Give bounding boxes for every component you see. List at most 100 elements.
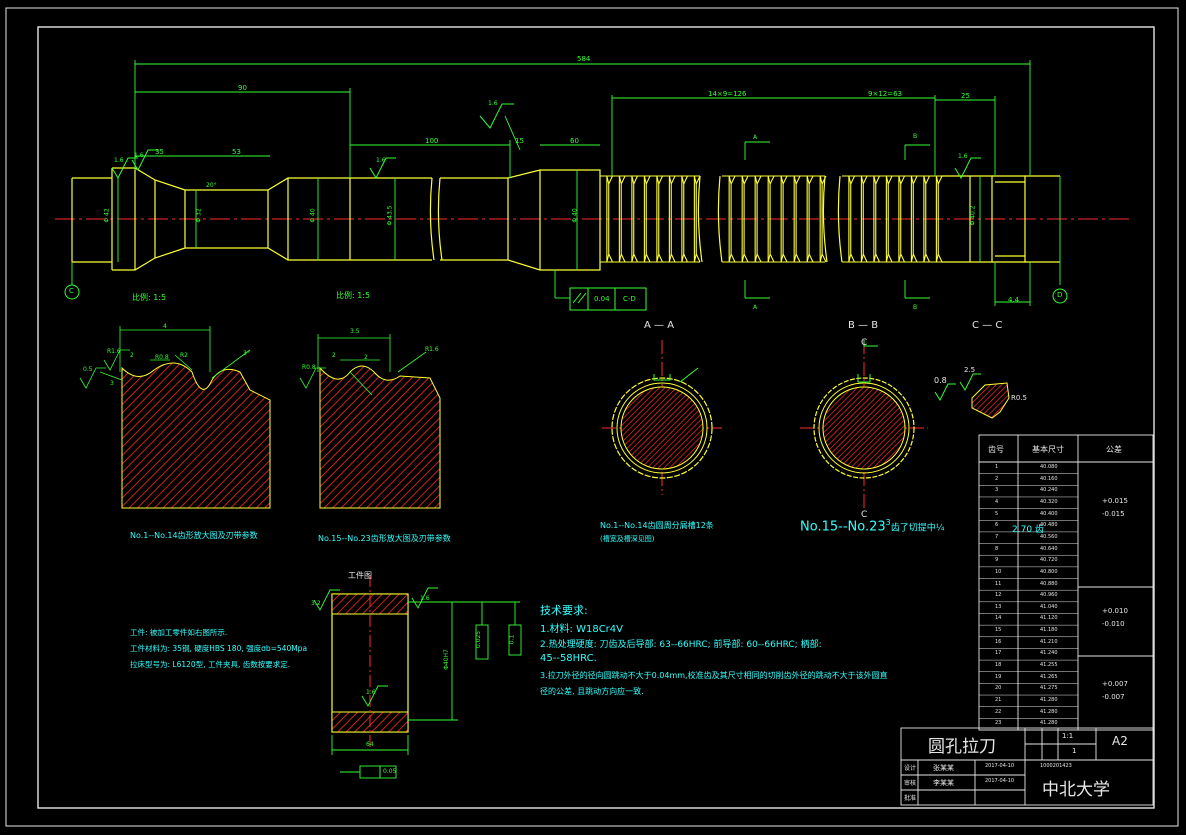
- title-block-scale: 1:1: [1062, 732, 1074, 740]
- table-row-no: 6: [995, 522, 999, 529]
- table-row-no: 23: [995, 720, 1002, 727]
- table-row-size: 40.240: [1040, 487, 1058, 494]
- dim-front-shank: 35: [155, 148, 164, 156]
- table-row-no: 3: [995, 487, 999, 494]
- wp-tol-bottom: 0.05: [383, 768, 397, 775]
- roughness-5: 1.6: [134, 152, 144, 159]
- table-row-no: 18: [995, 662, 1002, 669]
- broach-tooth: [650, 175, 663, 263]
- chip-note-1-line2: (槽宽及槽深见图): [600, 535, 655, 543]
- tol-1-plus: +0.015: [1102, 497, 1128, 505]
- chip-note-2-extra: 2.70 齿: [1012, 525, 1044, 535]
- table-row-size: 41.120: [1040, 615, 1058, 622]
- work-note-3: 拉床型号为: L6120型, 工件夹具, 齿数按要求定.: [130, 660, 291, 669]
- table-row-size: 41.275: [1040, 685, 1058, 692]
- table-row-no: 11: [995, 580, 1002, 587]
- td2-caption: No.15--No.23齿形放大图及刃带参数: [318, 534, 451, 543]
- table-row-size: 40.960: [1040, 592, 1058, 599]
- section-c-mark-2: C: [861, 510, 868, 520]
- title-block-name: 圆孔拉刀: [928, 737, 996, 757]
- broach-tooth: [612, 175, 626, 263]
- tol-3-plus: +0.007: [1102, 680, 1128, 688]
- wp-dia: Φ40H7: [442, 649, 450, 670]
- table-row-no: 14: [995, 615, 1002, 622]
- table-header-tol: 公差: [1106, 445, 1122, 454]
- tech-req-5: 径的公差, 且跳动方向应一致.: [540, 687, 644, 696]
- table-row-no: 17: [995, 650, 1002, 657]
- dim-sizing-teeth: 9×12=63: [868, 90, 902, 98]
- dim-neck: 53: [232, 148, 241, 156]
- title-block-school: 中北大学: [1042, 780, 1110, 800]
- td2-dim-4: 2: [332, 352, 336, 359]
- scale-left: 比例: 1:5: [132, 293, 167, 302]
- work-note-1: 工件: 被加工零件如右图所示.: [130, 628, 228, 637]
- broach-tooth: [600, 175, 613, 263]
- td1-dim-4: 2: [130, 352, 134, 359]
- table-row-size: 40.480: [1040, 522, 1058, 529]
- td1-dim-6: R2: [180, 352, 188, 359]
- dia-2: Φ 32: [195, 208, 203, 223]
- td1-caption: No.1--No.14齿形放大图及刃带参数: [130, 531, 258, 540]
- tb-date-2: 2017-04-10: [985, 778, 1015, 784]
- datum-d-label: D: [1057, 291, 1063, 299]
- tech-req-4: 3.拉刀外径的径向圆跳动不大于0.04mm,校准齿及其尺寸相同的切削齿外径的跳动…: [540, 671, 888, 680]
- tooth-detail-1: [79, 326, 271, 509]
- table-row-size: 41.280: [1040, 720, 1058, 727]
- broach-tooth: [722, 175, 736, 263]
- broach-tooth: [842, 175, 855, 263]
- broach-tooth: [813, 175, 827, 263]
- td2-dim-5: 2: [364, 354, 368, 361]
- chip-note-2-prefix: No.15--No.23: [800, 519, 886, 535]
- table-row-size: 40.800: [1040, 568, 1058, 575]
- tol-3-minus: -0.007: [1102, 693, 1125, 701]
- section-cc-title: C — C: [972, 320, 1003, 331]
- tolerance-datum: C-D: [623, 295, 636, 303]
- roughness-4: 1.6: [958, 153, 968, 160]
- teeth-envelope: [600, 175, 942, 263]
- broach-tooth: [787, 175, 801, 263]
- table-row-size: 41.180: [1040, 627, 1058, 634]
- td1-dim-8: 3: [110, 380, 114, 387]
- table-row-no: 4: [995, 498, 999, 505]
- broach-tooth: [929, 175, 943, 263]
- table-row-size: 41.265: [1040, 673, 1058, 680]
- section-cc: [934, 373, 1010, 419]
- section-bb-title: B — B: [848, 320, 879, 331]
- wp-rough-1: 3.2: [311, 600, 321, 607]
- broach-tooth: [892, 175, 905, 263]
- title-block-size: A2: [1112, 734, 1128, 748]
- broach-tooth: [687, 175, 701, 263]
- broach-tooth: [675, 175, 688, 263]
- table-row-no: 19: [995, 673, 1002, 680]
- tol-2-plus: +0.010: [1102, 607, 1128, 615]
- td2-dim-1: 3.5: [350, 328, 360, 335]
- broach-tooth: [735, 175, 749, 263]
- roughness-3: 1.6: [488, 100, 498, 107]
- table-row-size: 40.320: [1040, 498, 1058, 505]
- table-row-no: 8: [995, 545, 999, 552]
- cc-dim-1: 0.8: [934, 376, 947, 385]
- table-row-no: 10: [995, 568, 1002, 575]
- broach-tooth: [800, 175, 814, 263]
- work-note-2: 工件材料为: 35钢, 硬度HBS 180, 强度σb=540Mpa: [130, 644, 308, 653]
- broach-tooth: [748, 175, 762, 263]
- section-bb: [800, 340, 928, 510]
- tech-req-3: 45--58HRC.: [540, 653, 597, 664]
- dia-3: Φ 40: [309, 208, 317, 223]
- td1-dim-7: 3°: [243, 350, 250, 357]
- dim-rear: 25: [961, 92, 970, 100]
- tb-name-2: 李某某: [933, 779, 954, 787]
- table-row-no: 15: [995, 627, 1002, 634]
- table-row-size: 40.400: [1040, 510, 1058, 517]
- dim-c: 15: [515, 137, 524, 145]
- dia-1: Φ 42: [103, 208, 111, 223]
- table-row-size: 41.040: [1040, 603, 1058, 610]
- table-row-no: 12: [995, 592, 1002, 599]
- datum-c-label: C: [69, 287, 74, 295]
- tb-name-1: 张某某: [933, 764, 954, 772]
- wp-tol-1: 0.025: [475, 630, 483, 649]
- dim-small: 4.4: [1008, 296, 1020, 304]
- table-row-no: 2: [995, 475, 999, 482]
- tech-req-1: 1.材料: W18Cr4V: [540, 624, 623, 635]
- workpiece-title: 工件图: [348, 571, 372, 580]
